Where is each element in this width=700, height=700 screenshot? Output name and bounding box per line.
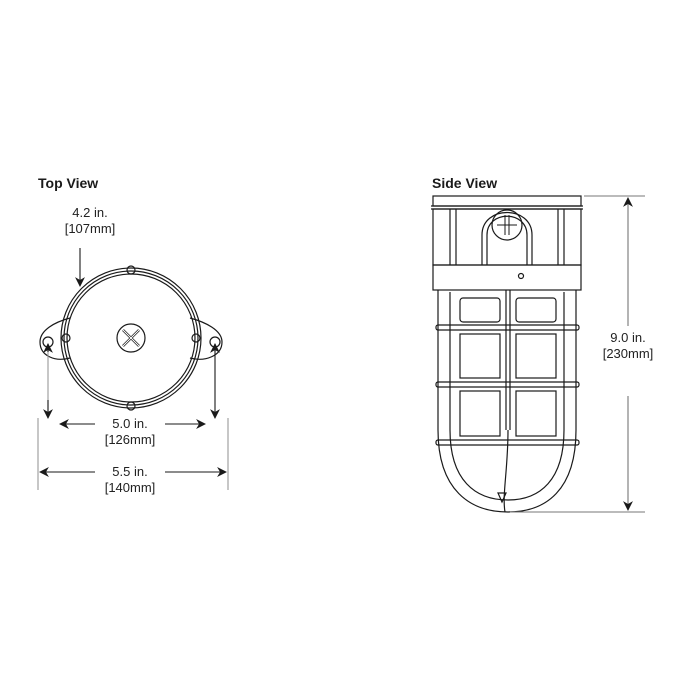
overall-width-dimension: 5.5 in. [140mm] (90, 464, 170, 496)
height-dimension: 9.0 in. [230mm] (588, 330, 668, 362)
set-screw-icon (517, 272, 525, 280)
top-view-drawing (39, 265, 223, 411)
top-view-dimensions (37, 248, 229, 490)
diameter-dimension: 4.2 in. [107mm] (50, 205, 130, 237)
overall-width-mm: [140mm] (104, 480, 156, 495)
height-mm: [230mm] (602, 346, 654, 361)
diameter-inches: 4.2 in. (72, 205, 108, 220)
height-inches: 9.0 in. (610, 330, 646, 345)
side-view-title: Side View (432, 175, 498, 191)
top-view-title: Top View (38, 175, 99, 191)
mount-spacing-inches: 5.0 in. (112, 416, 148, 431)
center-knockout-icon (116, 323, 146, 353)
junction-dome-icon (491, 209, 523, 241)
side-view-drawing (431, 195, 583, 513)
mount-spacing-mm: [126mm] (104, 432, 156, 447)
overall-width-inches: 5.5 in. (112, 464, 148, 479)
screw-icons (61, 265, 201, 411)
mount-spacing-dimension: 5.0 in. [126mm] (90, 416, 170, 448)
side-view-dimensions (510, 195, 645, 513)
guard-rings (435, 324, 580, 446)
diameter-mm: [107mm] (64, 221, 116, 236)
